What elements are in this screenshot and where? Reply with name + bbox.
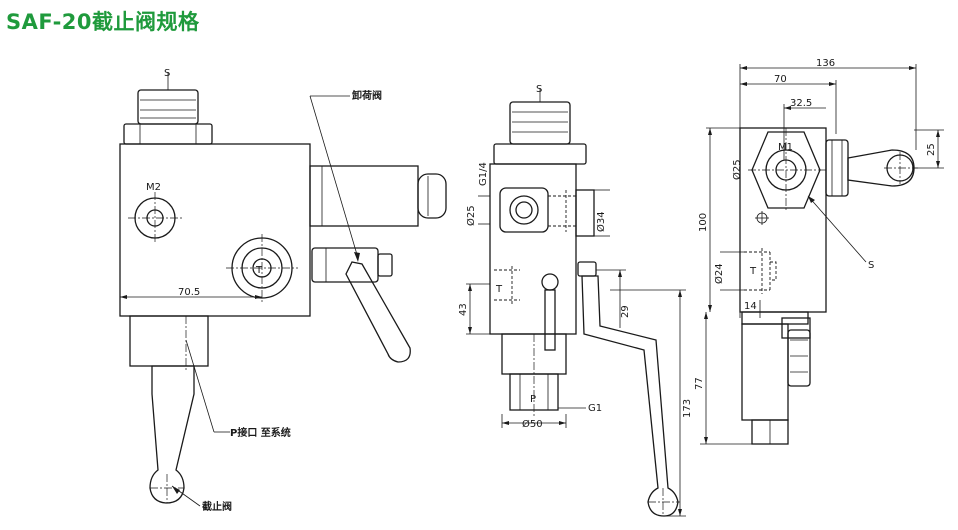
front-handle-valve — [311, 247, 379, 283]
side-s-label: S — [536, 84, 542, 95]
side-g1-label: G1 — [588, 403, 602, 414]
front-view: S M2 T 70.5 卸荷阀 — [119, 68, 447, 513]
side-d50-label: Ø50 — [522, 418, 543, 430]
front-top-plug — [137, 89, 199, 125]
side-g14-port — [499, 187, 549, 233]
side-dim-173: 173 — [682, 399, 693, 418]
right-m1-label: M1 — [778, 142, 793, 153]
unloading-valve-label: 卸荷阀 — [352, 89, 382, 102]
side-d25-label: Ø25 — [465, 205, 477, 226]
side-t-label: T — [495, 284, 503, 295]
right-d25-label: Ø25 — [731, 159, 743, 180]
front-s-label: S — [164, 68, 170, 79]
unloading-valve-cap — [417, 173, 447, 219]
side-dim-29: 29 — [620, 305, 631, 318]
side-top-plug — [509, 101, 571, 145]
front-top-nut — [123, 123, 213, 145]
front-handle-lever — [345, 261, 411, 363]
right-dim-14: 14 — [744, 301, 757, 312]
front-valve-body — [119, 143, 311, 317]
right-s-label: S — [868, 260, 874, 271]
right-view: 136 70 32.5 M1 Ø25 25 — [694, 58, 944, 445]
side-dim-43: 43 — [458, 303, 469, 316]
right-dim-70: 70 — [774, 74, 787, 85]
right-dim-100: 100 — [698, 213, 709, 232]
unloading-valve-cartridge — [309, 165, 419, 227]
right-valve-body — [739, 127, 827, 313]
right-dim-25: 25 — [926, 143, 937, 156]
side-p-label: P — [530, 394, 536, 405]
side-d34-label: Ø34 — [595, 211, 607, 232]
side-view: S G1/4 Ø25 Ø34 T 43 — [458, 84, 693, 517]
right-dim-32-5: 32.5 — [790, 98, 812, 109]
right-t-label: T — [749, 266, 757, 277]
front-dim-70-5: 70.5 — [178, 287, 200, 298]
p-port-label: P接口 至系统 — [230, 426, 291, 439]
shutoff-valve-lever — [149, 365, 195, 504]
page-title: SAF-20截止阀规格 — [6, 10, 200, 34]
right-dim-77: 77 — [694, 377, 705, 390]
front-bottom-block — [129, 315, 209, 367]
front-t-label: T — [255, 265, 263, 276]
right-d24-label: Ø24 — [713, 263, 725, 284]
right-dim-136: 136 — [816, 58, 835, 69]
right-bottom-cartridge — [741, 323, 789, 421]
front-m2-label: M2 — [146, 182, 161, 193]
side-g14-label: G1/4 — [478, 162, 489, 186]
shutoff-valve-label: 截止阀 — [202, 500, 232, 513]
